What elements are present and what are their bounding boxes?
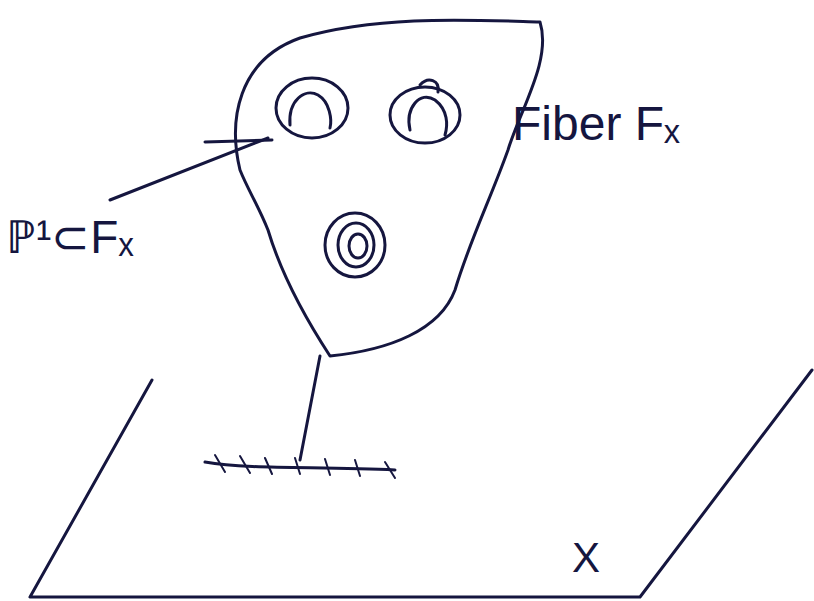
rational-curve-inner	[420, 80, 438, 92]
fiber-label: ℙ¹⊂Fₓ	[6, 212, 134, 263]
rational-curve	[325, 213, 385, 277]
curve-hatching	[215, 455, 395, 478]
leader-line	[205, 140, 272, 142]
fiber-outline	[236, 20, 543, 356]
rational-curve-inner	[349, 234, 367, 258]
rational-curve	[390, 87, 460, 143]
rational-curve	[276, 78, 348, 138]
base-label: X	[572, 535, 600, 581]
base-curve	[205, 462, 395, 470]
rational-curve-inner	[290, 93, 331, 128]
fiber-label: Fiber Fₓ	[512, 98, 680, 151]
leader-line	[110, 138, 268, 200]
rational-curve-inner	[409, 97, 447, 135]
fiber-stalk	[300, 356, 320, 460]
base-plane	[30, 370, 812, 597]
rational-curve-inner	[338, 223, 374, 267]
